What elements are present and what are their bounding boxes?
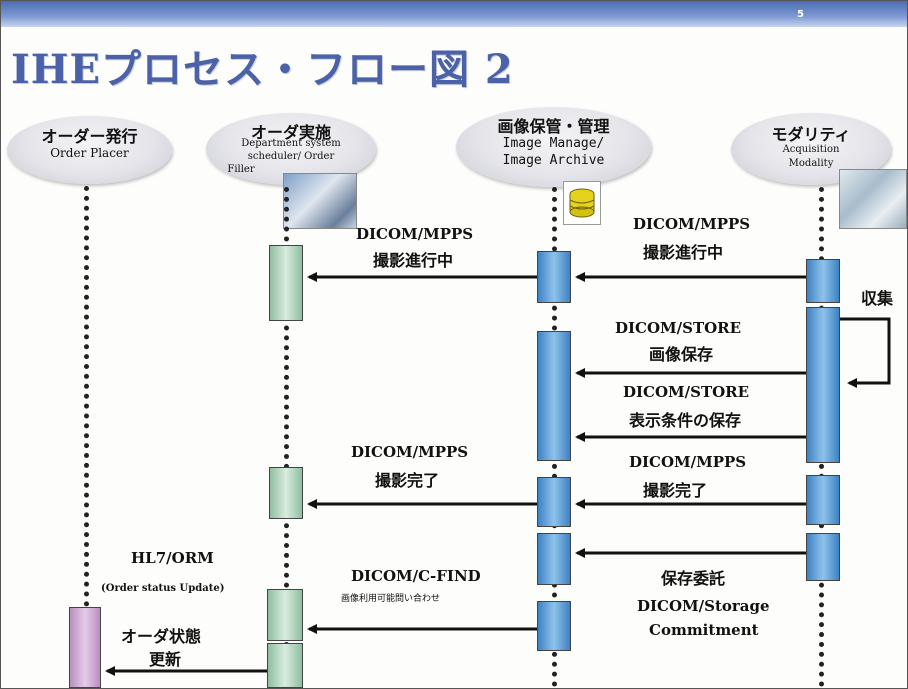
msg-mpps-in-progress-en: DICOM/MPPS: [633, 215, 751, 233]
archive-activation-1: [537, 251, 571, 303]
slide-title: IHEプロセス・フロー図 2: [11, 46, 514, 93]
arrow-acquire-loop: [840, 317, 891, 388]
msg-c-find-jp: 画像利用可能問い合わせ: [341, 594, 441, 604]
filler-activation-4: [267, 643, 303, 688]
modality-en-line1: Acquisition: [782, 144, 840, 155]
filler-activation-3: [267, 589, 303, 641]
image-archive-en-line2: Image Archive: [502, 153, 605, 168]
archive-activation-5: [537, 601, 571, 651]
title-banner: 5: [1, 1, 907, 27]
lifeline-order-filler: [284, 187, 289, 687]
msg-storage-commit-en-line1: DICOM/Storage: [637, 597, 770, 615]
msg-mpps-in-progress-jp: 撮影進行中: [643, 243, 724, 262]
msg-hl7-orm-jp-line1: オーダ状態: [121, 627, 202, 646]
msg-mpps-complete-fwd-jp: 撮影完了: [375, 471, 440, 490]
image-archive-en-line1: Image Manage/: [502, 136, 605, 151]
database-icon: [563, 181, 601, 225]
archive-activation-4: [537, 533, 571, 585]
page-number: 5: [797, 9, 804, 20]
modality-activation-2: [806, 307, 840, 463]
actor-image-archive: [456, 107, 651, 187]
order-placer-en-label: Order Placer: [50, 146, 129, 160]
order-filler-en-line1: Department system: [241, 138, 341, 149]
modality-activation-4: [806, 533, 840, 581]
filler-activation-1: [269, 245, 303, 321]
modality-en-line2: Modality: [788, 158, 834, 169]
order-filler-en-line3: Filler: [227, 164, 255, 175]
order-filler-jp-label: オーダ実施: [250, 123, 331, 142]
filler-activation-2: [269, 467, 303, 519]
lifeline-order-placer: [84, 186, 89, 686]
msg-hl7-orm-en: HL7/ORM: [131, 549, 214, 567]
msg-mpps-in-progress-fwd-en: DICOM/MPPS: [356, 225, 474, 243]
msg-store-presentation-jp: 表示条件の保存: [629, 411, 742, 430]
order-placer-jp-label: オーダー発行: [41, 127, 138, 146]
msg-c-find-en: DICOM/C-FIND: [351, 567, 481, 585]
msg-hl7-orm-sub: (Order status Update): [101, 583, 225, 594]
order-filler-en-line2: scheduler/ Order: [247, 151, 335, 162]
msg-acquire-jp: 収集: [861, 289, 894, 308]
image-archive-jp-label: 画像保管・管理: [497, 117, 610, 136]
order-filler-photo: [283, 173, 357, 229]
archive-activation-2: [537, 331, 571, 461]
modality-activation-3: [806, 475, 840, 525]
msg-hl7-orm-jp-line2: 更新: [149, 650, 182, 669]
msg-mpps-complete-en: DICOM/MPPS: [629, 453, 747, 471]
msg-storage-commit-jp: 保存委託: [661, 569, 726, 588]
modality-jp-label: モダリティ: [771, 125, 851, 144]
msg-mpps-in-progress-fwd-jp: 撮影進行中: [373, 251, 454, 270]
msg-mpps-complete-fwd-en: DICOM/MPPS: [351, 443, 469, 461]
msg-store-image-en: DICOM/STORE: [615, 319, 742, 337]
archive-activation-3: [537, 477, 571, 527]
msg-store-presentation-en: DICOM/STORE: [623, 383, 750, 401]
msg-storage-commit-en-line2: Commitment: [649, 621, 759, 639]
msg-mpps-complete-jp: 撮影完了: [643, 481, 708, 500]
actor-order-placer: [7, 116, 172, 184]
placer-activation: [69, 607, 101, 688]
modality-photo: [839, 169, 907, 229]
msg-store-image-jp: 画像保存: [649, 345, 714, 364]
modality-activation-1: [806, 259, 840, 303]
